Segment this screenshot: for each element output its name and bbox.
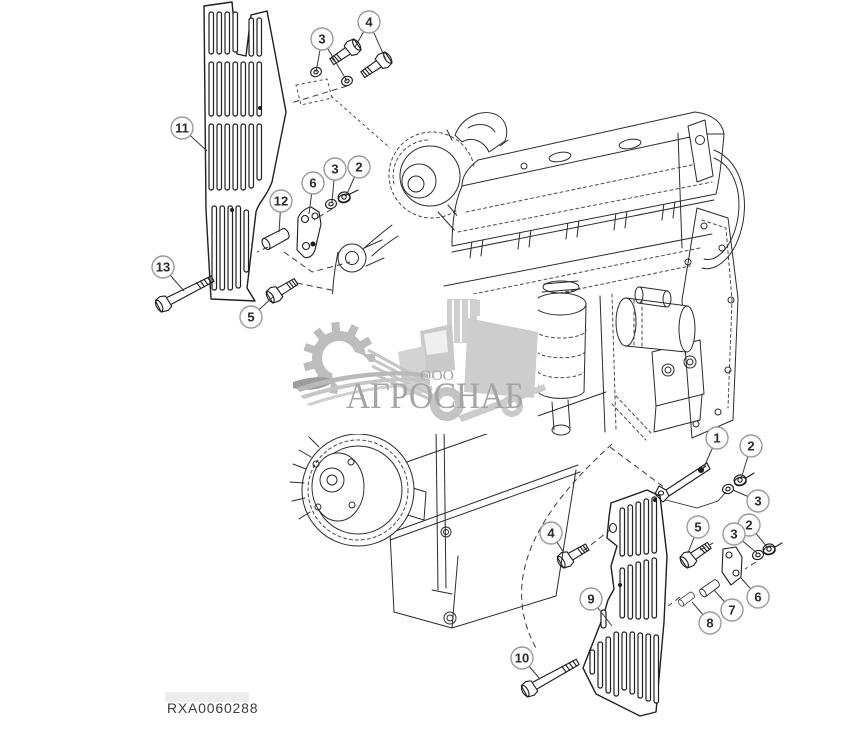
callout-circle (310, 27, 334, 51)
callout-number: 3 (331, 162, 338, 177)
callout-circle (722, 522, 746, 546)
callout-4: 4 (539, 521, 565, 554)
bolt-4b (357, 49, 396, 82)
callout-circle (269, 189, 293, 213)
callout-number: 12 (274, 194, 288, 209)
drawing-number-block: RXA0060288 (165, 692, 258, 716)
starter-motor (615, 286, 696, 353)
flywheel-housing (599, 207, 739, 441)
callout-circle (705, 426, 729, 450)
callout-circle (323, 157, 347, 181)
crankshaft-damper (289, 433, 415, 547)
nut-2c (761, 542, 777, 557)
callout-circle (170, 116, 194, 140)
callout-number: 10 (515, 651, 529, 666)
engine-line-art (289, 111, 745, 629)
washer-3e (750, 548, 766, 562)
callout-circle (151, 255, 175, 279)
hardware (152, 36, 783, 700)
callout-circle (347, 155, 371, 179)
callout-number: 13 (156, 260, 170, 275)
callout-7: 7 (713, 589, 744, 622)
washer-3c (323, 197, 339, 211)
callout-3: 3 (310, 27, 348, 82)
callout-10: 10 (510, 646, 541, 680)
watermark-text: ООО АГРОСНАБ (346, 368, 524, 417)
callout-number: 6 (309, 176, 316, 191)
callout-5: 5 (239, 295, 275, 329)
callout-2: 2 (345, 155, 371, 197)
watermark-gear-icon (293, 321, 432, 406)
callout-4: 4 (354, 10, 387, 61)
callout-circle (739, 434, 763, 458)
bracket-1 (654, 462, 727, 509)
spacer-7 (698, 577, 722, 599)
nut-2a (336, 190, 352, 205)
oil-filter (533, 280, 587, 436)
callout-6: 6 (301, 171, 325, 215)
watermark-harvester-icon (367, 299, 546, 422)
callout-number: 6 (754, 590, 761, 605)
callout-12: 12 (269, 189, 293, 233)
bracket-6-lower (721, 546, 743, 586)
lifting-bracket (677, 119, 745, 270)
callout-circle (357, 10, 381, 34)
bracket-6-upper (296, 206, 322, 259)
callout-circle (579, 587, 603, 611)
callout-number: 2 (355, 160, 362, 175)
callout-circle (539, 521, 563, 545)
callout-number: 4 (547, 526, 555, 541)
nut-2b (732, 473, 748, 488)
bolt-5-lower (676, 538, 715, 571)
callout-circle (301, 171, 325, 195)
bolt-4-lower (554, 539, 592, 571)
callout-8: 8 (691, 601, 722, 635)
callout-number: 8 (706, 616, 713, 631)
watermark-prefix: ООО (420, 368, 454, 384)
callout-number: 4 (365, 15, 373, 30)
callout-6: 6 (740, 577, 770, 609)
washer-3d (720, 482, 736, 496)
callout-1: 1 (702, 426, 729, 470)
callout-number: 2 (747, 439, 754, 454)
callout-number: 1 (713, 431, 720, 446)
callout-number: 7 (728, 603, 735, 618)
assembly-lines (256, 78, 757, 651)
callout-3: 3 (732, 489, 770, 513)
heat-shield-lower (582, 489, 668, 717)
callout-3: 3 (323, 157, 347, 203)
watermark-name: АГРОСНАБ (346, 376, 524, 417)
callout-number: 5 (694, 520, 701, 535)
callout-2: 2 (739, 434, 763, 480)
callout-11: 11 (170, 116, 208, 152)
callout-number: 9 (587, 592, 594, 607)
callout-circle (746, 585, 770, 609)
callout-5: 5 (686, 515, 710, 554)
drawing-number: RXA0060288 (167, 700, 258, 716)
callout-number: 3 (730, 527, 737, 542)
valve-cover (451, 111, 725, 247)
callout-number: 5 (247, 310, 254, 325)
callout-number: 11 (175, 121, 189, 136)
spacer-12 (259, 226, 292, 252)
callout-number: 3 (754, 494, 761, 509)
watermark: ООО АГРОСНАБ (292, 294, 546, 434)
callout-13: 13 (151, 255, 185, 292)
spacer-8 (676, 590, 697, 608)
callout-circle (720, 598, 744, 622)
callout-circle (510, 646, 534, 670)
callout-circle (698, 611, 722, 635)
heat-shield-upper (203, 1, 287, 302)
callout-9: 9 (579, 587, 613, 627)
turbocharger (359, 112, 509, 257)
callout-circle (746, 489, 770, 513)
callout-circle (239, 305, 263, 329)
callout-number: 2 (745, 518, 752, 533)
callout-3: 3 (722, 522, 758, 554)
callout-number: 3 (318, 32, 325, 47)
callout-circle (686, 515, 710, 539)
